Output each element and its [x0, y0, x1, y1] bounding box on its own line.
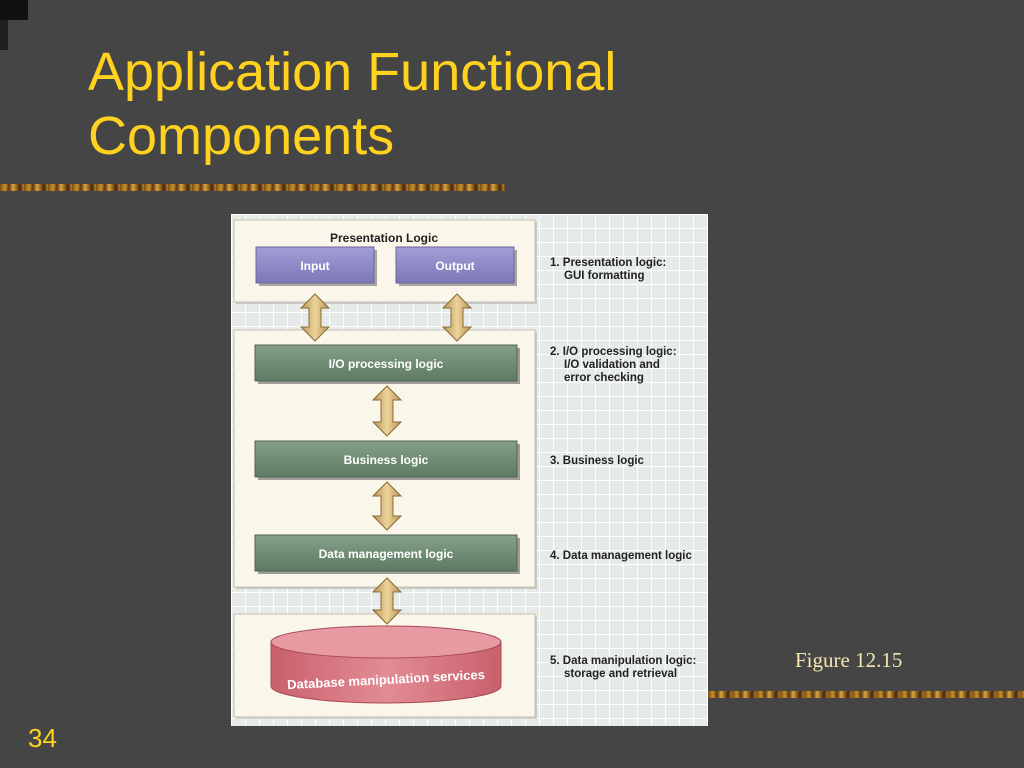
diagram-svg: Presentation Logic Input Output I/O proc… — [233, 219, 696, 719]
slide-title: Application Functional Components — [88, 40, 888, 168]
note-5-line-1: 5. Data manipulation logic: — [550, 655, 696, 667]
note-2-line-2: I/O validation and — [564, 359, 660, 371]
business-logic-box — [254, 440, 520, 480]
title-divider — [0, 184, 505, 191]
figure-caption: Figure 12.15 — [795, 648, 903, 672]
presentation-logic-label: Presentation Logic — [330, 231, 438, 245]
corner-mark — [0, 0, 28, 20]
io-processing-box — [254, 344, 520, 384]
slide-title-line-2: Components — [88, 106, 395, 166]
arrow-data-database-icon — [371, 577, 403, 625]
database-cylinder — [270, 625, 502, 704]
note-1-line-1: 1. Presentation logic: — [550, 257, 666, 269]
output-box — [395, 246, 517, 286]
note-2-line-3: error checking — [564, 372, 644, 384]
data-management-box — [254, 534, 520, 574]
arrow-output-io-icon — [441, 293, 473, 342]
note-4-line-1: 4. Data management logic — [550, 550, 692, 562]
corner-mark-shade — [0, 20, 8, 50]
data-management-label: Data management logic — [319, 547, 454, 561]
input-label: Input — [300, 259, 329, 273]
arrow-business-data-icon — [371, 481, 403, 531]
note-1-line-2: GUI formatting — [564, 270, 645, 282]
caption-divider — [708, 691, 1024, 698]
page-number: 34 — [28, 723, 57, 753]
functional-components-figure: Presentation Logic Input Output I/O proc… — [231, 214, 708, 726]
slide-title-line-1: Application Functional — [88, 42, 617, 102]
arrow-input-io-icon — [299, 293, 331, 342]
output-label: Output — [435, 259, 474, 273]
io-processing-label: I/O processing logic — [329, 357, 444, 371]
business-logic-label: Business logic — [344, 453, 429, 467]
input-box — [255, 246, 377, 286]
note-2-line-1: 2. I/O processing logic: — [550, 346, 677, 358]
note-3-line-1: 3. Business logic — [550, 455, 645, 467]
arrow-io-business-icon — [371, 385, 403, 437]
note-5-line-2: storage and retrieval — [564, 668, 677, 680]
